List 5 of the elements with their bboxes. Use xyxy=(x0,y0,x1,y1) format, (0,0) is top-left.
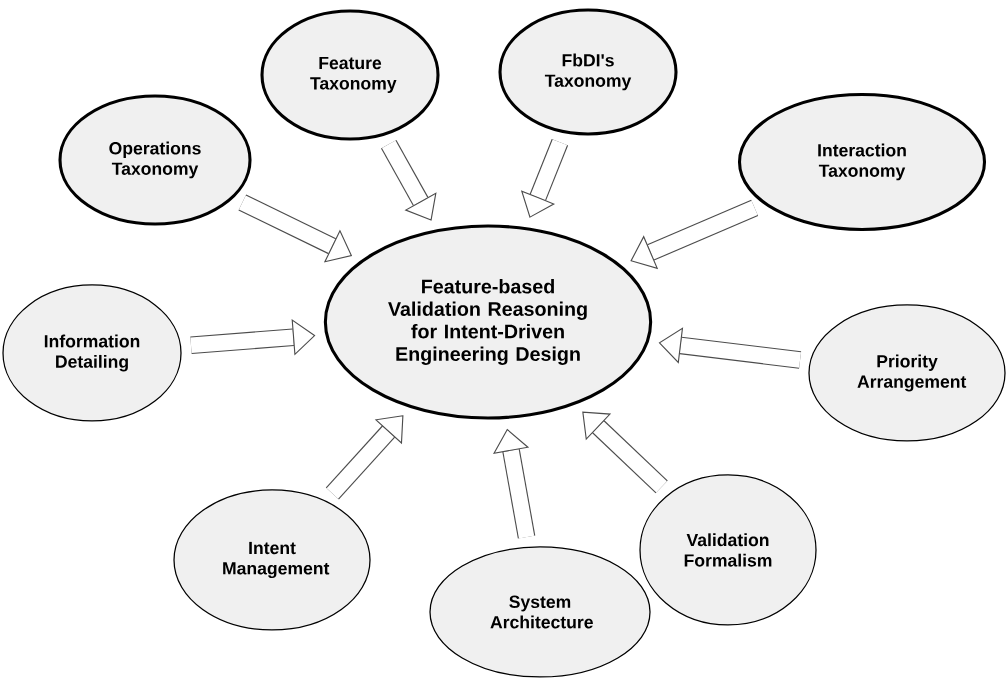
block-arrow xyxy=(325,415,404,500)
block-arrow xyxy=(658,327,802,369)
block-arrow xyxy=(582,411,668,494)
block-arrow xyxy=(381,139,437,221)
block-arrow xyxy=(630,199,759,270)
